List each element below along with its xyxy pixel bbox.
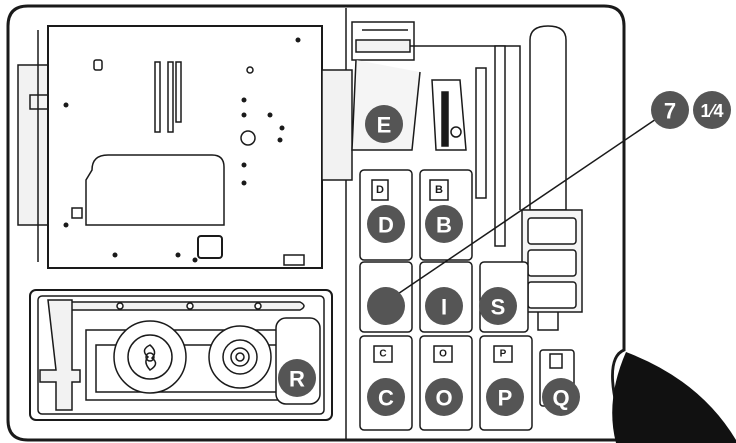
long-compartment: [521, 25, 583, 331]
callout-D: D: [367, 205, 405, 243]
callouts: E D B I S R C O: [278, 91, 731, 416]
callout-P-label: P: [498, 386, 513, 411]
callout-O: O: [425, 378, 463, 416]
callout-I-label: I: [441, 295, 447, 320]
callout-7-label: 7: [664, 99, 676, 124]
callout-C: C: [367, 378, 405, 416]
engraved-C: C: [379, 349, 386, 360]
callout-D-label: D: [378, 213, 394, 238]
callout-quarter: 1⁄4: [693, 91, 731, 129]
callout-unlabeled: [367, 287, 405, 325]
needle-plate-holes: [63, 37, 301, 263]
callout-E-label: E: [377, 113, 392, 138]
callout-P: P: [486, 378, 524, 416]
engraved-B: B: [435, 184, 443, 196]
top-feet-area: [351, 21, 521, 247]
callout-S-label: S: [491, 295, 506, 320]
callout-S: S: [479, 287, 517, 325]
needle-plate: [17, 25, 353, 269]
callout-R: R: [278, 359, 316, 397]
corner-wedge: [612, 352, 736, 443]
callout-E: E: [365, 105, 403, 143]
engraved-O: O: [439, 349, 447, 360]
engraved-P: P: [500, 349, 507, 360]
callout-B-label: B: [436, 213, 452, 238]
bobbin-compartment: [29, 289, 333, 421]
callout-Q-label: Q: [552, 386, 569, 411]
callout-C-label: C: [378, 386, 394, 411]
callout-quarter-label: 1⁄4: [700, 101, 723, 121]
callout-I: I: [425, 287, 463, 325]
engraved-D: D: [376, 184, 384, 196]
callout-R-label: R: [289, 367, 305, 392]
callout-B: B: [425, 205, 463, 243]
callout-O-label: O: [435, 386, 452, 411]
callout-7: 7: [651, 91, 689, 129]
callout-Q: Q: [542, 378, 580, 416]
